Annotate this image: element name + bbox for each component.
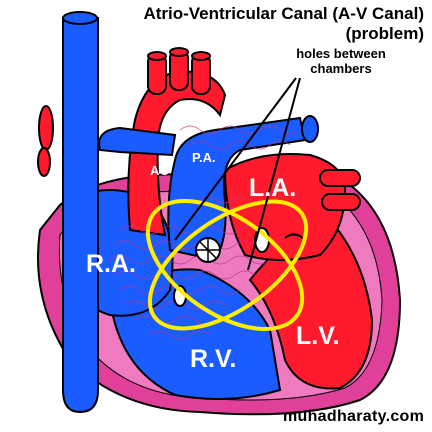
title-line-1: Atrio-Ventricular Canal (A-V Canal)	[143, 4, 424, 23]
pulmonary-vein-upper	[319, 169, 361, 187]
label-left-atrium: L.A.	[249, 174, 297, 202]
diagram-title: Atrio-Ventricular Canal (A-V Canal) (pro…	[104, 4, 424, 44]
pulmonary-artery-left-branch	[98, 126, 177, 157]
aorta-branch-3-top	[191, 51, 211, 61]
aorta-branch-1-top	[147, 51, 167, 61]
annotation-line-2: chambers	[310, 61, 372, 76]
label-aorta: AO	[150, 163, 170, 178]
label-pulmonary-artery: P.A.	[192, 150, 216, 165]
label-right-atrium: R.A.	[86, 250, 136, 278]
holes-annotation: holes between chambers	[286, 46, 396, 76]
label-right-ventricle: R.V.	[190, 345, 237, 373]
annotation-pointer-1	[174, 77, 297, 241]
pulmonary-artery-left-end-lower	[37, 147, 51, 177]
hole-highlight-ellipse-2	[145, 199, 305, 331]
pulmonary-vein-lower	[321, 193, 361, 211]
annotation-line-1: holes between	[296, 46, 386, 61]
vena-cava	[62, 17, 99, 414]
hole-highlight-ellipse-1	[147, 199, 309, 331]
watermark: muhadharaty.com	[283, 408, 425, 425]
title-line-2: (problem)	[345, 24, 424, 43]
annotation-pointer-2	[247, 77, 301, 271]
pulmonary-artery-end	[301, 115, 319, 143]
vena-cava-top	[62, 11, 98, 25]
pulmonary-artery	[167, 116, 307, 262]
pulmonary-artery-left-end	[38, 105, 54, 151]
aorta-branch-2-top	[169, 47, 189, 57]
valve-icon	[195, 237, 221, 263]
label-left-ventricle: L.V.	[296, 322, 340, 350]
